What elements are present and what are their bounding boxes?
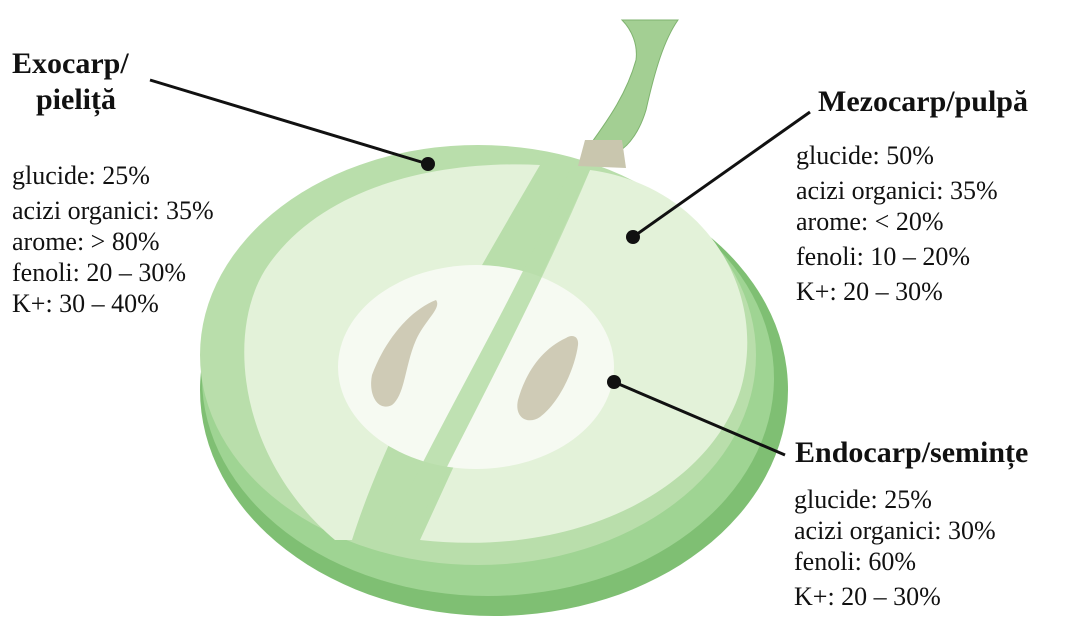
endocarp-leader-dot [607, 375, 621, 389]
exocarp-item: K+: 30 – 40% [12, 288, 214, 319]
exocarp-list: glucide: 25% acizi organici: 35% arome: … [12, 160, 214, 319]
exocarp-leader-line [150, 80, 428, 164]
exocarp-title-line1: Exocarp/ [12, 46, 129, 82]
mezocarp-item: arome: < 20% [796, 206, 998, 237]
endocarp-item: K+: 20 – 30% [794, 581, 996, 612]
mezocarp-title: Mezocarp/pulpă [818, 84, 1028, 120]
endocarp-item: acizi organici: 30% [794, 515, 996, 546]
exocarp-item: glucide: 25% [12, 160, 214, 191]
exocarp-title: Exocarp/ pieliță [12, 46, 129, 118]
exocarp-title-line2: pieliță [12, 82, 129, 118]
exocarp-leader-dot [421, 157, 435, 171]
endocarp-title: Endocarp/semințe [795, 435, 1028, 471]
mezocarp-leader-dot [626, 230, 640, 244]
mezocarp-list: glucide: 50% acizi organici: 35% arome: … [796, 140, 998, 307]
endocarp-list: glucide: 25% acizi organici: 30% fenoli:… [794, 484, 996, 612]
endocarp-item: glucide: 25% [794, 484, 996, 515]
endocarp-item: fenoli: 60% [794, 546, 996, 577]
mezocarp-item: fenoli: 10 – 20% [796, 241, 998, 272]
mezocarp-leader-line [633, 112, 810, 237]
mezocarp-item: acizi organici: 35% [796, 175, 998, 206]
stem-cap [578, 140, 626, 168]
grape-stem [585, 20, 678, 152]
exocarp-item: fenoli: 20 – 30% [12, 257, 214, 288]
exocarp-item: acizi organici: 35% [12, 195, 214, 226]
mezocarp-item: glucide: 50% [796, 140, 998, 171]
exocarp-item: arome: > 80% [12, 226, 214, 257]
mezocarp-item: K+: 20 – 30% [796, 276, 998, 307]
